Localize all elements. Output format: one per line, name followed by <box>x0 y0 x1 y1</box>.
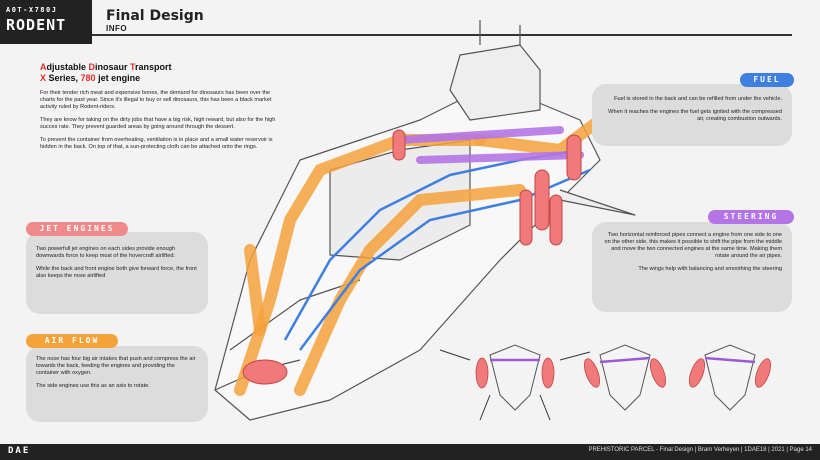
fuel-box: Fuel is stored in the back and can be re… <box>592 84 792 146</box>
air-flow-text-2: The side engines use this as an axis to … <box>36 383 150 389</box>
title-word-d: inosaur <box>95 62 131 72</box>
vehicle-code: A0T-X780J <box>6 6 58 14</box>
title-word-a: djustable <box>46 62 89 72</box>
fuel-label: FUEL <box>740 73 794 87</box>
footer-credit: PREHISTORIC PARCEL - Final Design | Bram… <box>588 447 812 453</box>
jet-engines <box>242 129 582 385</box>
jet-engines-label: JET ENGINES <box>26 222 128 236</box>
title-initial-t: T <box>130 62 136 72</box>
intro-title: Adjustable Dinosaur Transport X Series, … <box>40 62 280 84</box>
brand-block: A0T-X780J RODENT <box>0 0 92 44</box>
steering-diagrams <box>489 344 756 411</box>
right-wing <box>559 189 636 216</box>
fuel-text-2: When it reaches the engines the fuel get… <box>608 109 782 122</box>
title-initial-a: A <box>40 62 47 72</box>
title-initial-d: D <box>88 62 96 72</box>
jet-engines-text-2: While the back and front engine both giv… <box>36 266 197 279</box>
series-x: X <box>40 73 47 83</box>
title-word-t: ransport <box>135 62 172 72</box>
steering-box: Two horizontal reinforced pipes connect … <box>592 222 792 312</box>
jet-engines-box: Two powerfull jet engines on each sides … <box>26 232 208 314</box>
steering-text-2: The wings help with balancing and smooth… <box>638 266 782 272</box>
footer: DAE PREHISTORIC PARCEL - Final Design | … <box>0 444 820 460</box>
steering-label: STEERING <box>708 210 794 224</box>
page-title: Final Design <box>106 8 204 24</box>
page-subtitle: INFO <box>106 24 128 33</box>
air-flow-box: The nose has four big air intakes that p… <box>26 346 208 422</box>
air-flow-label: AIR FLOW <box>26 334 118 348</box>
intro-paragraph-2: They are know for taking on the dirty jo… <box>40 117 276 130</box>
intro-section: Adjustable Dinosaur Transport X Series, … <box>40 62 280 151</box>
cockpit <box>449 44 541 121</box>
steering-pipes <box>396 126 584 164</box>
header-divider <box>92 34 792 36</box>
intro-paragraph-1: For their tender rich meat and expensive… <box>40 90 272 110</box>
series-number: 780 <box>80 73 96 83</box>
series-engine: jet engine <box>95 73 141 83</box>
jet-engines-text-1: Two powerfull jet engines on each sides … <box>36 246 176 259</box>
footer-logo: DAE <box>8 446 31 456</box>
series-word: Series, <box>46 73 81 83</box>
intro-paragraph-3: To prevent the container from overheatin… <box>40 137 273 150</box>
air-flow-text-1: The nose has four big air intakes that p… <box>36 356 196 376</box>
fuel-text-1: Fuel is stored in the back and can be re… <box>614 96 782 102</box>
steering-text-1: Two horizontal reinforced pipes connect … <box>604 232 782 259</box>
brand-name: RODENT <box>6 16 67 34</box>
